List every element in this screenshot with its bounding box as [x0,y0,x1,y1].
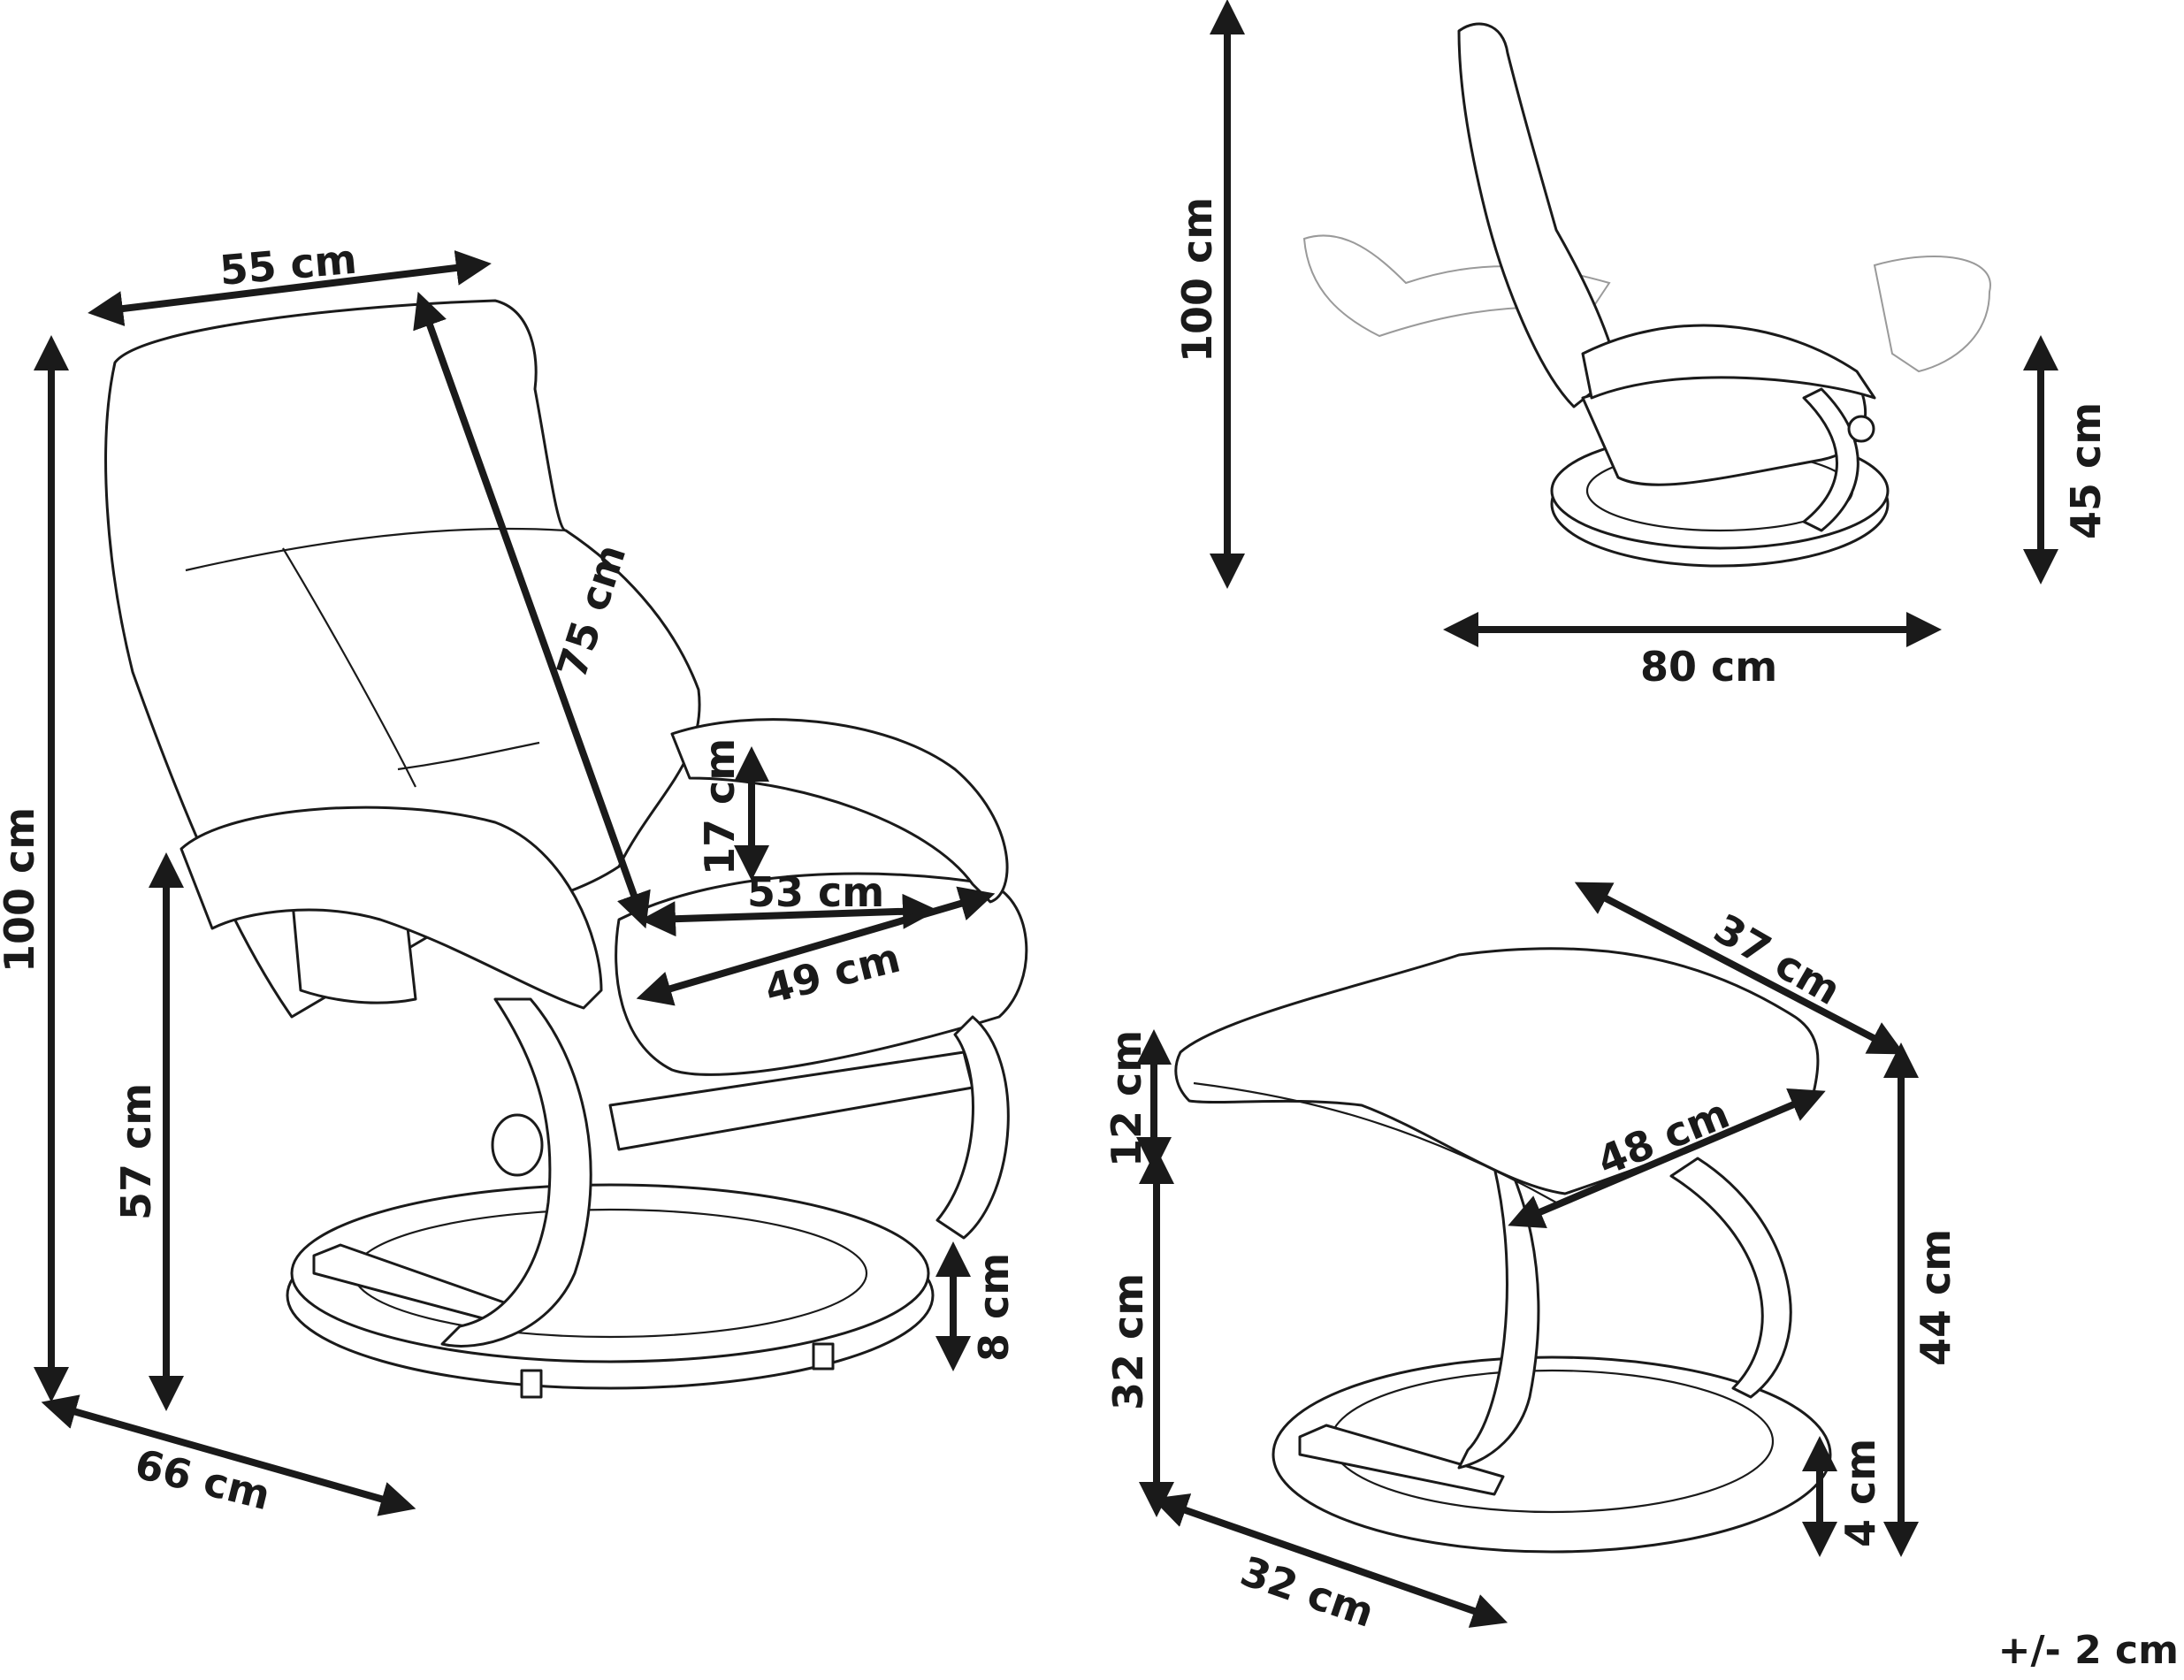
chair-side-illustration [1302,22,1991,568]
side-armrest [1581,324,1876,400]
chair-arm-support-left [440,997,592,1348]
dim-arrow-top-depth [1574,882,1905,1055]
chair-front-illustration [104,299,1028,1399]
dim-label-base-height: 8 cm [970,1253,1018,1362]
footstool-illustration [1174,947,1832,1554]
reclined-footrest-ghost [1873,256,1991,373]
dim-arrow-seat-depth [636,886,996,1006]
footstool-dimensions: 12 cm 32 cm 44 cm 37 cm 48 cm 32 cm 4 cm [1103,882,1959,1637]
side-knob [1847,415,1875,443]
dim-label-chair-total-height: 100 cm [0,807,43,973]
chair-base-foot [520,1369,543,1399]
dim-label-footstool-base-height: 4 cm [1837,1439,1884,1547]
dim-arrow-footstool-base-depth [1151,1493,1508,1628]
tolerance-note: +/- 2 cm [1997,1628,2179,1673]
dim-arrow-headrest-width [88,250,492,326]
dim-arrow-base-depth [41,1394,416,1516]
dim-label-armrest-to-seat: 17 cm [696,738,744,875]
dim-label-reclined-length: 80 cm [1640,643,1777,691]
chair-front-dimensions: 55 cm 75 cm 100 cm 57 cm 17 cm 53 cm 49 … [0,235,1018,1520]
dim-label-footstool-total-height: 44 cm [1912,1229,1959,1366]
chair-arm-support-right [935,1015,1010,1240]
footstool-support-right [1669,1157,1792,1399]
chair-base-foot [812,1342,835,1371]
footstool-cushion [1174,947,1820,1195]
dim-label-armrest-height: 57 cm [112,1083,160,1220]
dim-label-seat-width: 53 cm [747,868,884,916]
chair-side-dimensions: 100 cm 45 cm 80 cm [1173,0,2110,691]
chair-base-ring [290,1183,930,1363]
footstool-base-bar [1298,1424,1505,1496]
dim-arrow-top-width [1508,1088,1826,1229]
dim-label-side-total-height: 100 cm [1173,197,1221,363]
dim-label-base-to-cushion: 32 cm [1104,1273,1152,1410]
chair-backrest-seam [282,547,416,788]
dim-label-cushion-height: 12 cm [1103,1030,1150,1167]
dim-label-footstool-base-depth: 32 cm [1234,1546,1379,1637]
footstool-cushion-seam [1193,1081,1557,1203]
dim-arrow-backrest-length [413,291,651,929]
dim-label-headrest-width: 55 cm [218,235,358,294]
chair-knob [491,1113,544,1177]
dim-label-side-seat-height: 45 cm [2062,402,2110,539]
